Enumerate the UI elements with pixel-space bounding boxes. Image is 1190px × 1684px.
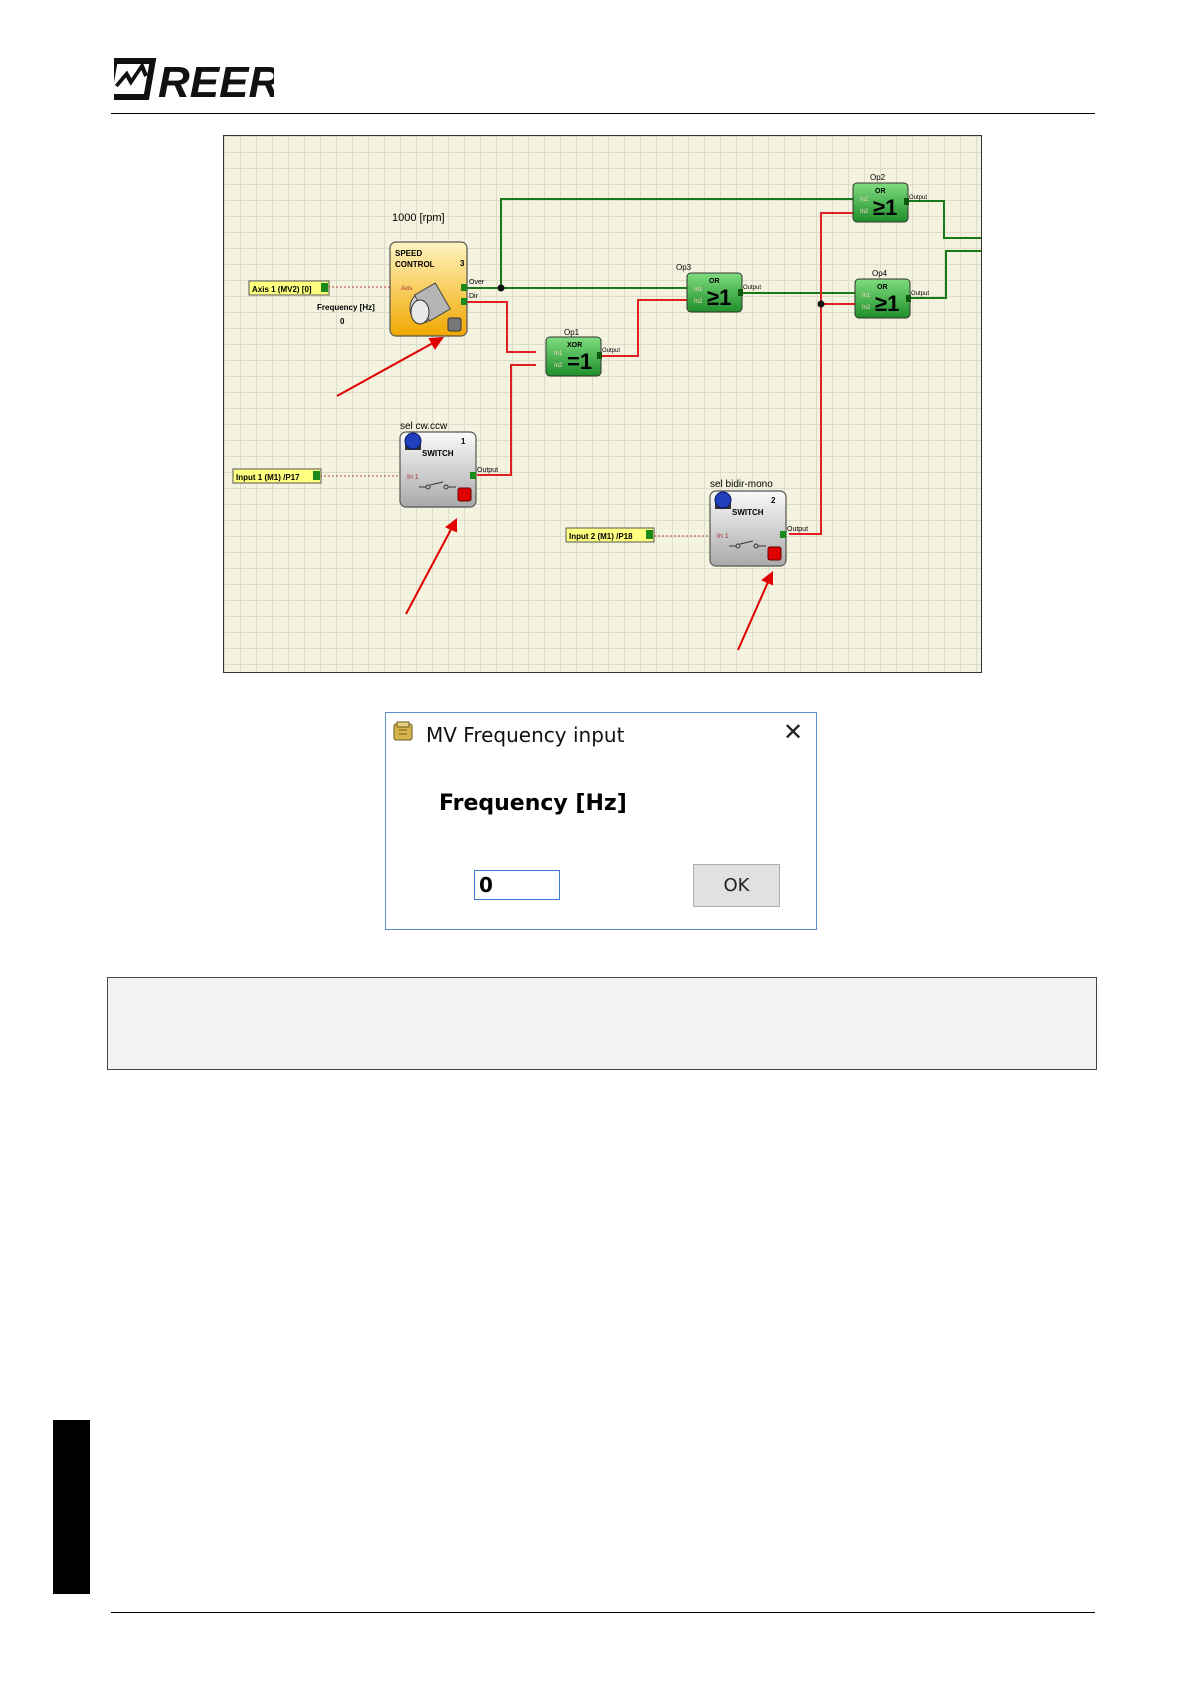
mv-frequency-dialog: MV Frequency input ✕ Frequency [Hz] 0 OK xyxy=(385,712,817,930)
input1-block[interactable]: Input 1 (M1) /P17 xyxy=(232,468,322,484)
op2-in2: In2 xyxy=(860,209,869,215)
op4-in2: In2 xyxy=(862,305,871,311)
header-rule xyxy=(111,113,1095,114)
speed-control-top-label: 1000 [rpm] xyxy=(392,212,445,224)
op2-in1: In1 xyxy=(860,197,869,203)
op1-in1: In1 xyxy=(554,351,563,357)
switch2-contact-icon xyxy=(729,540,766,549)
op3-out: Output xyxy=(743,285,761,291)
op4-symbol: ≥1 xyxy=(875,291,899,316)
speed-control-number: 3 xyxy=(460,259,465,268)
switch1-number: 1 xyxy=(461,437,466,446)
speed-control-port-dir: Dir xyxy=(469,293,479,300)
switch2-status-led xyxy=(767,546,782,561)
op3-symbol: ≥1 xyxy=(707,285,731,310)
axis-input-block[interactable]: Axis 1 (MV2) [0] xyxy=(248,280,330,296)
switch2-block[interactable]: sel bidir-mono SWITCH 2 In 1 Output xyxy=(709,479,808,567)
op4-block[interactable]: Op4 OR ≥1 In1 In2 Output xyxy=(854,269,929,319)
red-wires xyxy=(458,212,856,535)
footer-rule xyxy=(111,1612,1095,1613)
input2-block[interactable]: Input 2 (M1) /P18 xyxy=(565,527,655,543)
op3-block[interactable]: Op3 OR ≥1 In1 In2 Output xyxy=(676,263,761,313)
op1-in2: In2 xyxy=(554,363,563,369)
op4-in1: In1 xyxy=(862,293,871,299)
op1-top-label: Op1 xyxy=(564,328,580,337)
switch1-port-out: Output xyxy=(477,467,498,474)
op2-out: Output xyxy=(909,195,927,201)
switch2-top-label: sel bidir-mono xyxy=(710,479,773,490)
op4-type: OR xyxy=(877,284,888,291)
switch1-port-in: In 1 xyxy=(407,474,419,481)
speed-control-port-axis: Axis xyxy=(401,286,412,292)
speed-control-freq-value: 0 xyxy=(340,317,345,326)
app-icon xyxy=(392,720,414,742)
axis-input-label: Axis 1 (MV2) [0] xyxy=(252,285,312,294)
op3-in2: In2 xyxy=(694,299,703,305)
motor-icon xyxy=(409,282,451,325)
speed-control-block[interactable]: 1000 [rpm] SPEED CONTROL 3 Axis Over Dir… xyxy=(317,212,485,337)
close-icon[interactable]: ✕ xyxy=(782,718,804,746)
logic-diagram-canvas[interactable]: Axis 1 (MV2) [0] 1000 [rpm] SPEED CONTRO… xyxy=(223,135,982,673)
frequency-input[interactable]: 0 xyxy=(474,870,560,900)
note-box xyxy=(107,977,1097,1070)
logo-text: REER xyxy=(158,58,274,104)
switch2-title: SWITCH xyxy=(732,508,764,517)
frequency-label: Frequency [Hz] xyxy=(439,791,627,816)
op2-block[interactable]: Op2 OR ≥1 In1 In2 Output xyxy=(852,173,927,223)
op1-out: Output xyxy=(602,348,620,354)
switch2-port-out: Output xyxy=(787,526,808,533)
op3-type: OR xyxy=(709,278,720,285)
green-wires xyxy=(458,198,981,299)
op4-out: Output xyxy=(911,291,929,297)
language-tab-marker xyxy=(53,1420,90,1594)
reer-logo: REER xyxy=(104,54,280,107)
switch2-number: 2 xyxy=(771,496,776,505)
op2-symbol: ≥1 xyxy=(873,195,897,220)
junction-dot xyxy=(497,284,505,292)
switch2-button-icon xyxy=(714,491,732,509)
switch1-status-led xyxy=(457,487,472,502)
speed-control-title2: CONTROL xyxy=(395,260,435,269)
input1-label: Input 1 (M1) /P17 xyxy=(236,473,300,482)
op1-block[interactable]: Op1 XOR =1 In1 In2 Output xyxy=(545,328,620,377)
switch1-contact-icon xyxy=(419,481,456,490)
op3-top-label: Op3 xyxy=(676,263,692,272)
switch1-top-label: sel cw.ccw xyxy=(400,421,448,432)
op4-top-label: Op4 xyxy=(872,269,888,278)
op2-top-label: Op2 xyxy=(870,173,886,182)
op1-symbol: =1 xyxy=(567,349,592,374)
annotation-arrows xyxy=(336,336,773,651)
speed-control-title1: SPEED xyxy=(395,249,422,258)
input-connectors xyxy=(320,286,714,537)
speed-control-freq-label: Frequency [Hz] xyxy=(317,303,375,312)
ok-button[interactable]: OK xyxy=(693,864,780,907)
op2-type: OR xyxy=(875,188,886,195)
op1-type: XOR xyxy=(567,342,582,349)
input2-label: Input 2 (M1) /P18 xyxy=(569,532,633,541)
dialog-title: MV Frequency input xyxy=(426,723,625,747)
speed-control-status-led xyxy=(447,317,462,332)
switch2-port-in: In 1 xyxy=(717,533,729,540)
switch1-block[interactable]: sel cw.ccw SWITCH 1 In 1 Output xyxy=(399,421,498,508)
junction-dot-2 xyxy=(817,300,825,308)
switch1-button-icon xyxy=(404,432,422,450)
speed-control-port-over: Over xyxy=(469,279,485,286)
switch1-title: SWITCH xyxy=(422,449,454,458)
op3-in1: In1 xyxy=(694,287,703,293)
